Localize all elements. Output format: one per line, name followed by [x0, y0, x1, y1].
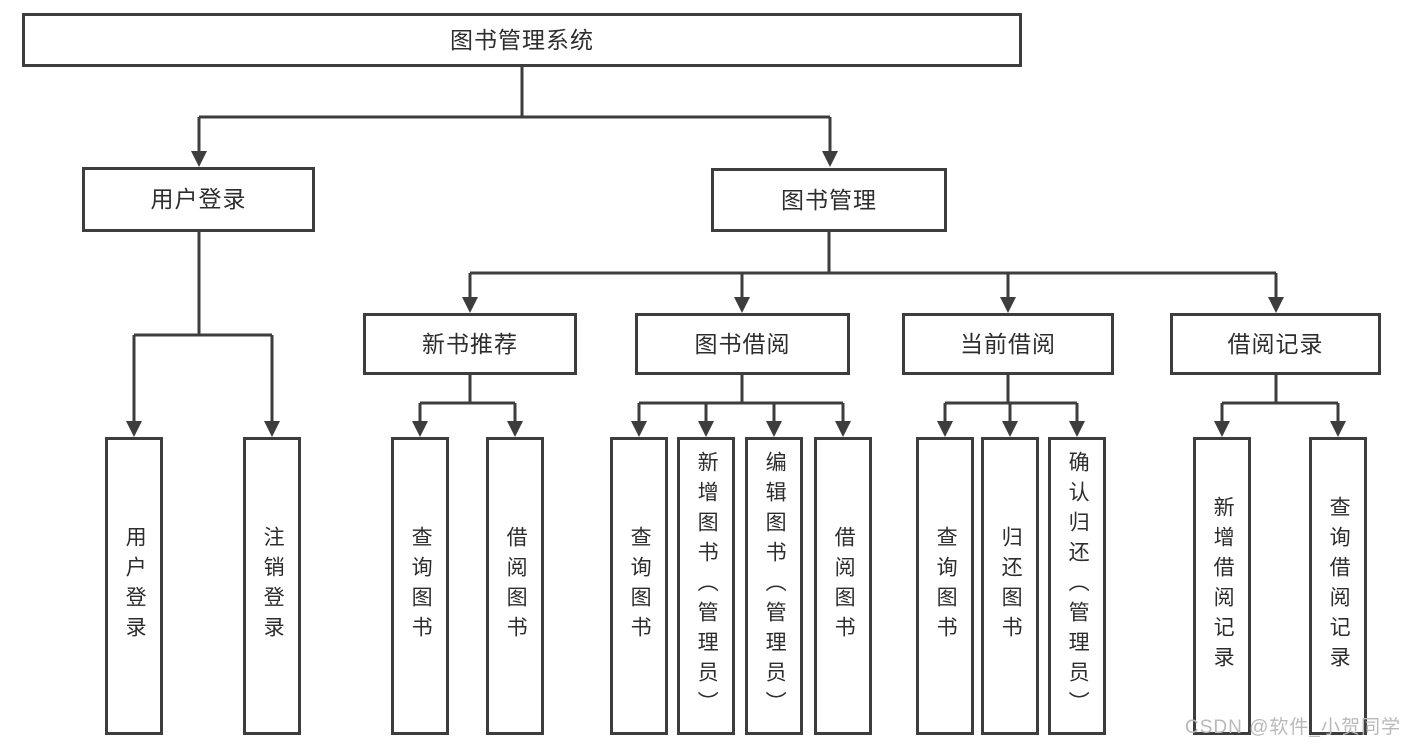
leaf-edit-book-admin: 编辑图书（管理员）	[745, 437, 803, 735]
node-current-borrowing: 当前借阅	[902, 313, 1114, 375]
leaf-logout: 注销登录	[243, 437, 301, 735]
node-book-borrowing: 图书借阅	[635, 313, 850, 375]
leaf-user-login: 用户登录	[105, 437, 163, 735]
leaf-borrow-books-borrowing: 借阅图书	[814, 437, 872, 735]
leaf-query-books-recommend: 查询图书	[391, 437, 449, 735]
leaf-add-book-admin: 新增图书（管理员）	[677, 437, 735, 735]
node-library-system: 图书管理系统	[22, 13, 1022, 67]
leaf-query-books-current: 查询图书	[916, 437, 974, 735]
node-new-book-recommend: 新书推荐	[363, 313, 577, 375]
node-book-management: 图书管理	[711, 168, 947, 232]
watermark: CSDN @软件_小贺同学	[1185, 717, 1401, 738]
leaf-query-borrow-record: 查询借阅记录	[1309, 437, 1367, 735]
node-user-login: 用户登录	[82, 167, 315, 232]
leaf-add-borrow-record: 新增借阅记录	[1193, 437, 1251, 735]
leaf-query-books-borrowing: 查询图书	[610, 437, 668, 735]
node-borrowing-records: 借阅记录	[1170, 313, 1381, 375]
leaf-borrow-books-recommend: 借阅图书	[486, 437, 544, 735]
leaf-return-book: 归还图书	[981, 437, 1039, 735]
leaf-confirm-return-admin: 确认归还（管理员）	[1048, 437, 1106, 735]
arrowheads	[126, 151, 1346, 437]
